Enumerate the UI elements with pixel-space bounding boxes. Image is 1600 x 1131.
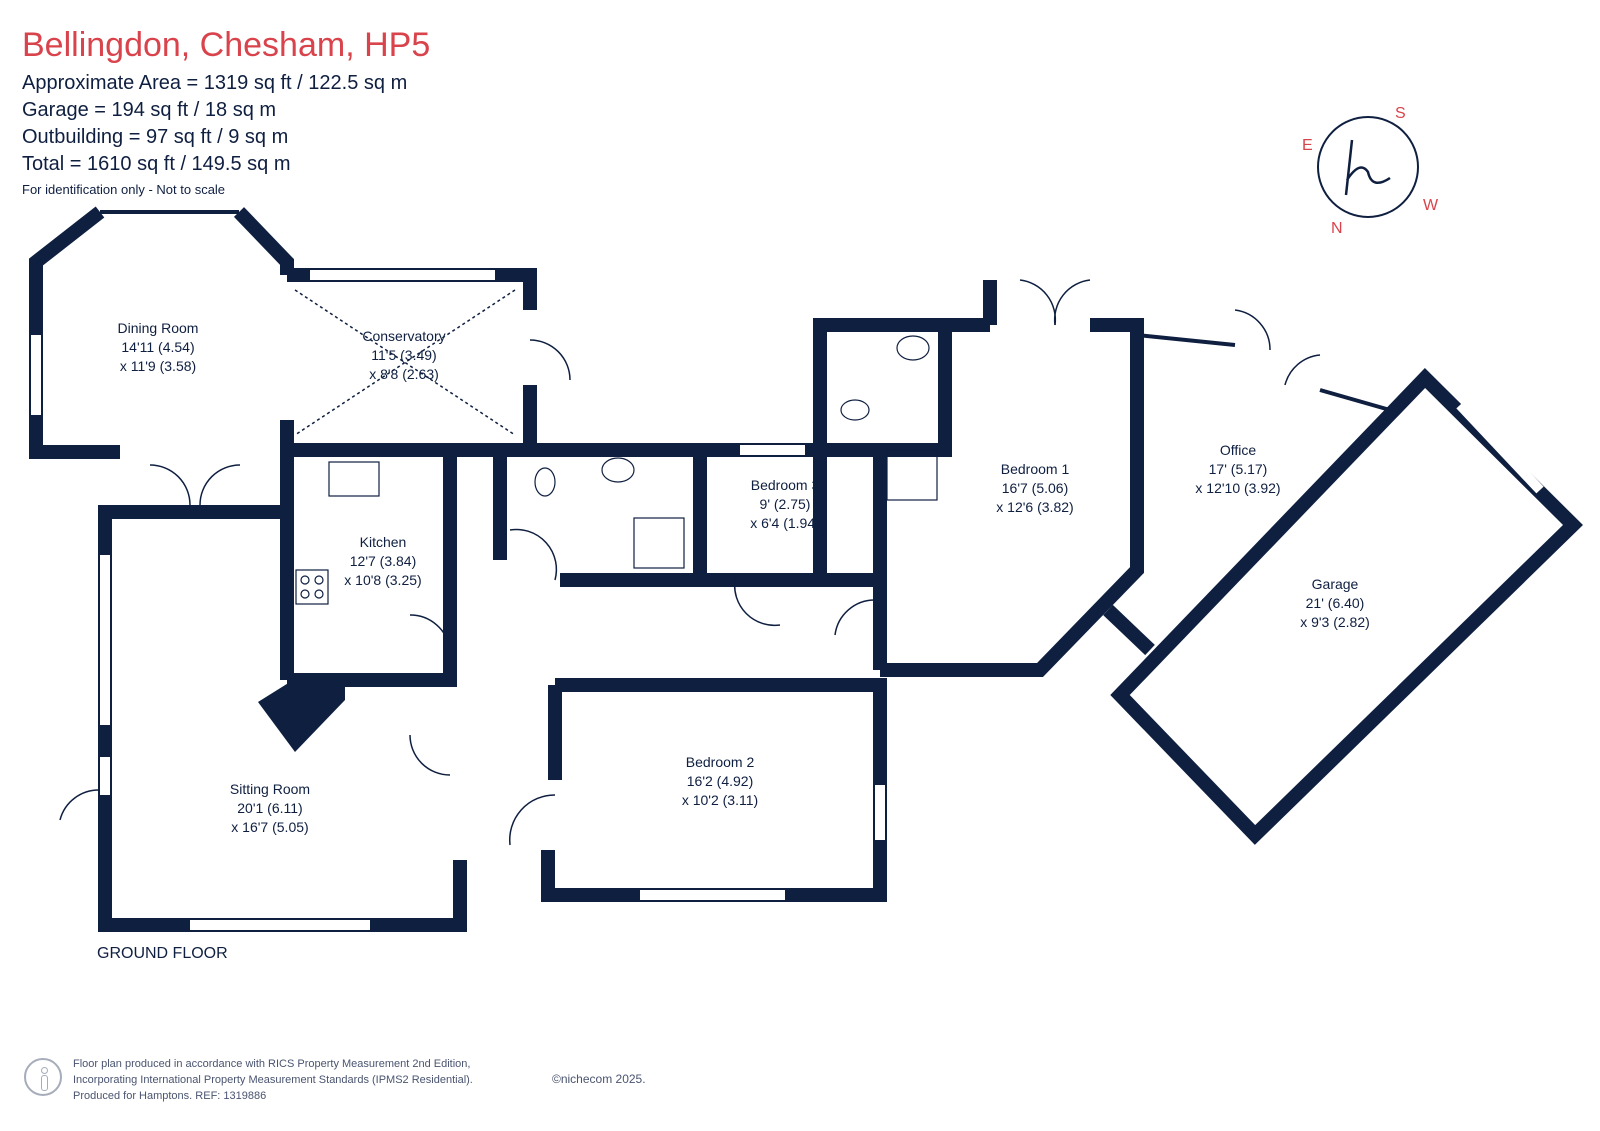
door-bathroom xyxy=(509,528,558,581)
scale-note: For identification only - Not to scale xyxy=(22,182,226,197)
window-office-1 xyxy=(1136,333,1236,347)
footer-line3: Produced for Hamptons. REF: 1319886 xyxy=(73,1090,267,1102)
garage-dim1: 21' (6.40) xyxy=(1306,595,1365,611)
bedroom2-dim1: 16'2 (4.92) xyxy=(687,773,754,789)
window-office-2 xyxy=(1319,388,1391,412)
bedroom1-dim2: x 12'6 (3.82) xyxy=(996,499,1073,515)
wall-dining-west xyxy=(29,206,120,459)
door-conservatory-external xyxy=(529,339,571,381)
wall-ensuite-inner xyxy=(820,325,952,457)
compass-w: W xyxy=(1423,197,1439,214)
ensuite-shower-icon xyxy=(886,449,938,501)
garage-name: Garage xyxy=(1312,576,1359,592)
door-dining-sitting xyxy=(149,464,191,506)
wall-kitchen-south xyxy=(287,450,457,687)
door-bedroom3 xyxy=(733,579,781,627)
wall-office-link xyxy=(1103,604,1155,656)
bedroom2-name: Bedroom 2 xyxy=(686,754,755,770)
compass-e: E xyxy=(1302,137,1313,154)
door-bedroom1 xyxy=(834,599,876,636)
bedroom1-name: Bedroom 1 xyxy=(1001,461,1070,477)
bedroom3-name: Bedroom 3 xyxy=(751,477,820,493)
wall-dining-east xyxy=(233,207,294,275)
doors xyxy=(59,279,1321,846)
sitting-room-dim1: 20'1 (6.11) xyxy=(237,800,302,816)
ensuite-basin-icon xyxy=(896,335,930,361)
door-bedroom1-french xyxy=(1019,279,1057,326)
conservatory-dim2: x 8'8 (2.63) xyxy=(369,366,439,382)
info-icon xyxy=(24,1058,62,1096)
fixtures xyxy=(295,335,938,605)
property-title: Bellingdon, Chesham, HP5 xyxy=(22,26,431,64)
dining-room-dim2: x 11'9 (3.58) xyxy=(120,358,196,374)
basin-icon xyxy=(601,457,635,483)
door-sitting-external xyxy=(59,789,101,821)
conservatory-name: Conservatory xyxy=(362,328,445,344)
approx-area: Approximate Area = 1319 sq ft / 122.5 sq… xyxy=(22,72,408,94)
room-labels: Dining Room 14'11 (4.54) x 11'9 (3.58) C… xyxy=(118,320,1370,835)
toilet-icon xyxy=(534,467,556,497)
wall-sitting xyxy=(98,505,467,932)
footer-copyright: ©nichecom 2025. xyxy=(552,1072,646,1086)
sitting-room-dim2: x 16'7 (5.05) xyxy=(231,819,308,835)
header: Bellingdon, Chesham, HP5 Approximate Are… xyxy=(22,26,430,197)
garage-area: Garage = 194 sq ft / 18 sq m xyxy=(22,99,277,121)
compass-icon: S W N E xyxy=(1302,105,1439,237)
windows xyxy=(31,270,1544,930)
shower-icon xyxy=(633,517,685,569)
wall-bedroom1 xyxy=(880,318,1144,677)
ensuite-toilet-icon xyxy=(840,399,870,421)
garage-dim2: x 9'3 (2.82) xyxy=(1300,614,1370,630)
bedroom2-dim2: x 10'2 (3.11) xyxy=(682,792,758,808)
bedroom3-dim2: x 6'4 (1.94) xyxy=(750,515,820,531)
kitchen-dim1: 12'7 (3.84) xyxy=(350,553,417,569)
hob-icon xyxy=(295,569,329,605)
bedroom3-dim1: 9' (2.75) xyxy=(760,496,811,512)
bedroom1-dim1: 16'7 (5.06) xyxy=(1002,480,1069,496)
footer-line1: Floor plan produced in accordance with R… xyxy=(73,1058,471,1070)
fireplace xyxy=(258,682,345,752)
door-hall-kitchen xyxy=(409,614,451,651)
conservatory-dim1: 11'5 (3.49) xyxy=(371,347,436,363)
door-bedroom2 xyxy=(508,794,556,846)
dining-room-dim1: 14'11 (4.54) xyxy=(121,339,194,355)
sitting-room-name: Sitting Room xyxy=(230,781,310,797)
compass-s: S xyxy=(1395,105,1406,122)
compass-n: N xyxy=(1331,220,1343,237)
dining-room-name: Dining Room xyxy=(118,320,199,336)
wall-ensuite xyxy=(813,318,990,580)
wall-bedroom2 xyxy=(541,678,887,902)
sink-icon xyxy=(328,461,380,497)
floor-label: GROUND FLOOR xyxy=(97,945,228,962)
kitchen-name: Kitchen xyxy=(360,534,407,550)
door-office-french xyxy=(1234,309,1271,351)
outbuilding-area: Outbuilding = 97 sq ft / 9 sq m xyxy=(22,126,289,148)
total-area: Total = 1610 sq ft / 149.5 sq m xyxy=(22,153,291,175)
kitchen-dim2: x 10'8 (3.25) xyxy=(344,572,421,588)
footer-line2: Incorporating International Property Mea… xyxy=(73,1074,473,1086)
office-dim2: x 12'10 (3.92) xyxy=(1195,480,1280,496)
walls xyxy=(29,206,1583,932)
footer-text: Floor plan produced in accordance with R… xyxy=(73,1056,473,1104)
office-name: Office xyxy=(1220,442,1257,458)
door-sitting-hall xyxy=(409,734,451,776)
office-dim1: 17' (5.17) xyxy=(1209,461,1268,477)
